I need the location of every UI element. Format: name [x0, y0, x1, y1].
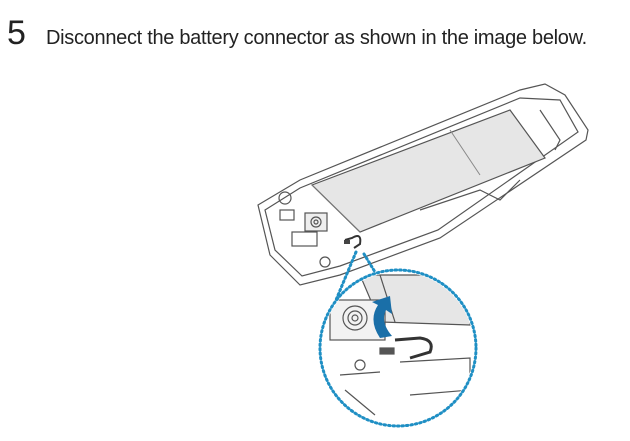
step-instruction: Disconnect the battery connector as show… — [46, 27, 587, 49]
step-number: 5 — [7, 14, 26, 52]
connector — [344, 235, 362, 249]
lift-arrow-icon — [372, 296, 392, 338]
battery — [310, 109, 546, 233]
